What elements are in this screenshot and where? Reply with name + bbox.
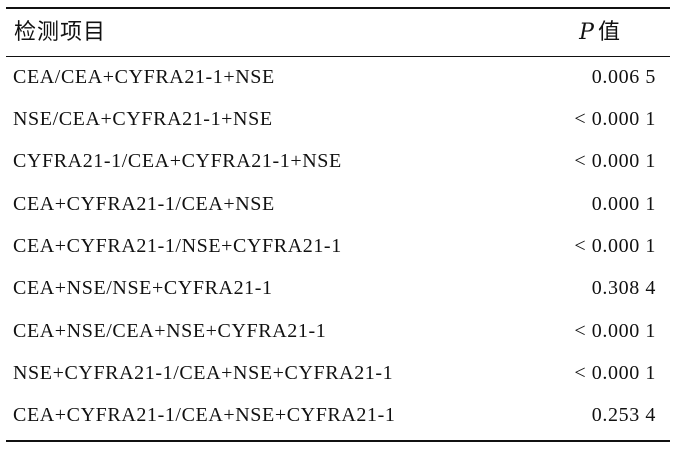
table-row: CEA+CYFRA21-1/CEA+NSE 0.000 1 — [6, 184, 670, 226]
table-row: NSE/CEA+CYFRA21-1+NSE < 0.000 1 — [6, 99, 670, 141]
row-item: CEA/CEA+CYFRA21-1+NSE — [13, 66, 275, 88]
header-p-suffix: 值 — [597, 20, 620, 45]
row-p-value: 0.006 5 — [591, 66, 656, 88]
table-top-rule — [6, 7, 670, 9]
table-row: CYFRA21-1/CEA+CYFRA21-1+NSE < 0.000 1 — [6, 141, 670, 183]
row-p-value: 0.308 4 — [591, 277, 656, 299]
row-p-value: < 0.000 1 — [574, 108, 656, 130]
table-row: CEA+CYFRA21-1/NSE+CYFRA21-1 < 0.000 1 — [6, 226, 670, 268]
row-item: CEA+NSE/CEA+NSE+CYFRA21-1 — [13, 320, 327, 342]
table-row: NSE+CYFRA21-1/CEA+NSE+CYFRA21-1 < 0.000 … — [6, 353, 670, 395]
table-row: CEA+NSE/CEA+NSE+CYFRA21-1 < 0.000 1 — [6, 311, 670, 353]
row-p-value: < 0.000 1 — [574, 320, 656, 342]
header-p-letter: P — [579, 20, 594, 45]
row-p-value: < 0.000 1 — [574, 150, 656, 172]
row-p-value: 0.000 1 — [591, 193, 656, 215]
row-item: CEA+CYFRA21-1/CEA+NSE+CYFRA21-1 — [13, 404, 396, 426]
table-bottom-rule — [6, 440, 670, 442]
row-item: CYFRA21-1/CEA+CYFRA21-1+NSE — [13, 150, 342, 172]
table-header-rule — [6, 56, 670, 57]
row-item: CEA+NSE/NSE+CYFRA21-1 — [13, 277, 273, 299]
table-body: CEA/CEA+CYFRA21-1+NSE 0.006 5 NSE/CEA+CY… — [6, 57, 670, 440]
row-item: NSE+CYFRA21-1/CEA+NSE+CYFRA21-1 — [13, 362, 394, 384]
row-item: CEA+CYFRA21-1/CEA+NSE — [13, 193, 275, 215]
header-item-label: 检测项目 — [14, 20, 107, 45]
row-p-value: 0.253 4 — [591, 404, 656, 426]
table-row: CEA/CEA+CYFRA21-1+NSE 0.006 5 — [6, 57, 670, 99]
table-row: CEA+CYFRA21-1/CEA+NSE+CYFRA21-1 0.253 4 — [6, 395, 670, 437]
row-item: CEA+CYFRA21-1/NSE+CYFRA21-1 — [13, 235, 342, 257]
row-item: NSE/CEA+CYFRA21-1+NSE — [13, 108, 273, 130]
table-row: CEA+NSE/NSE+CYFRA21-1 0.308 4 — [6, 268, 670, 310]
row-p-value: < 0.000 1 — [574, 362, 656, 384]
row-p-value: < 0.000 1 — [574, 235, 656, 257]
